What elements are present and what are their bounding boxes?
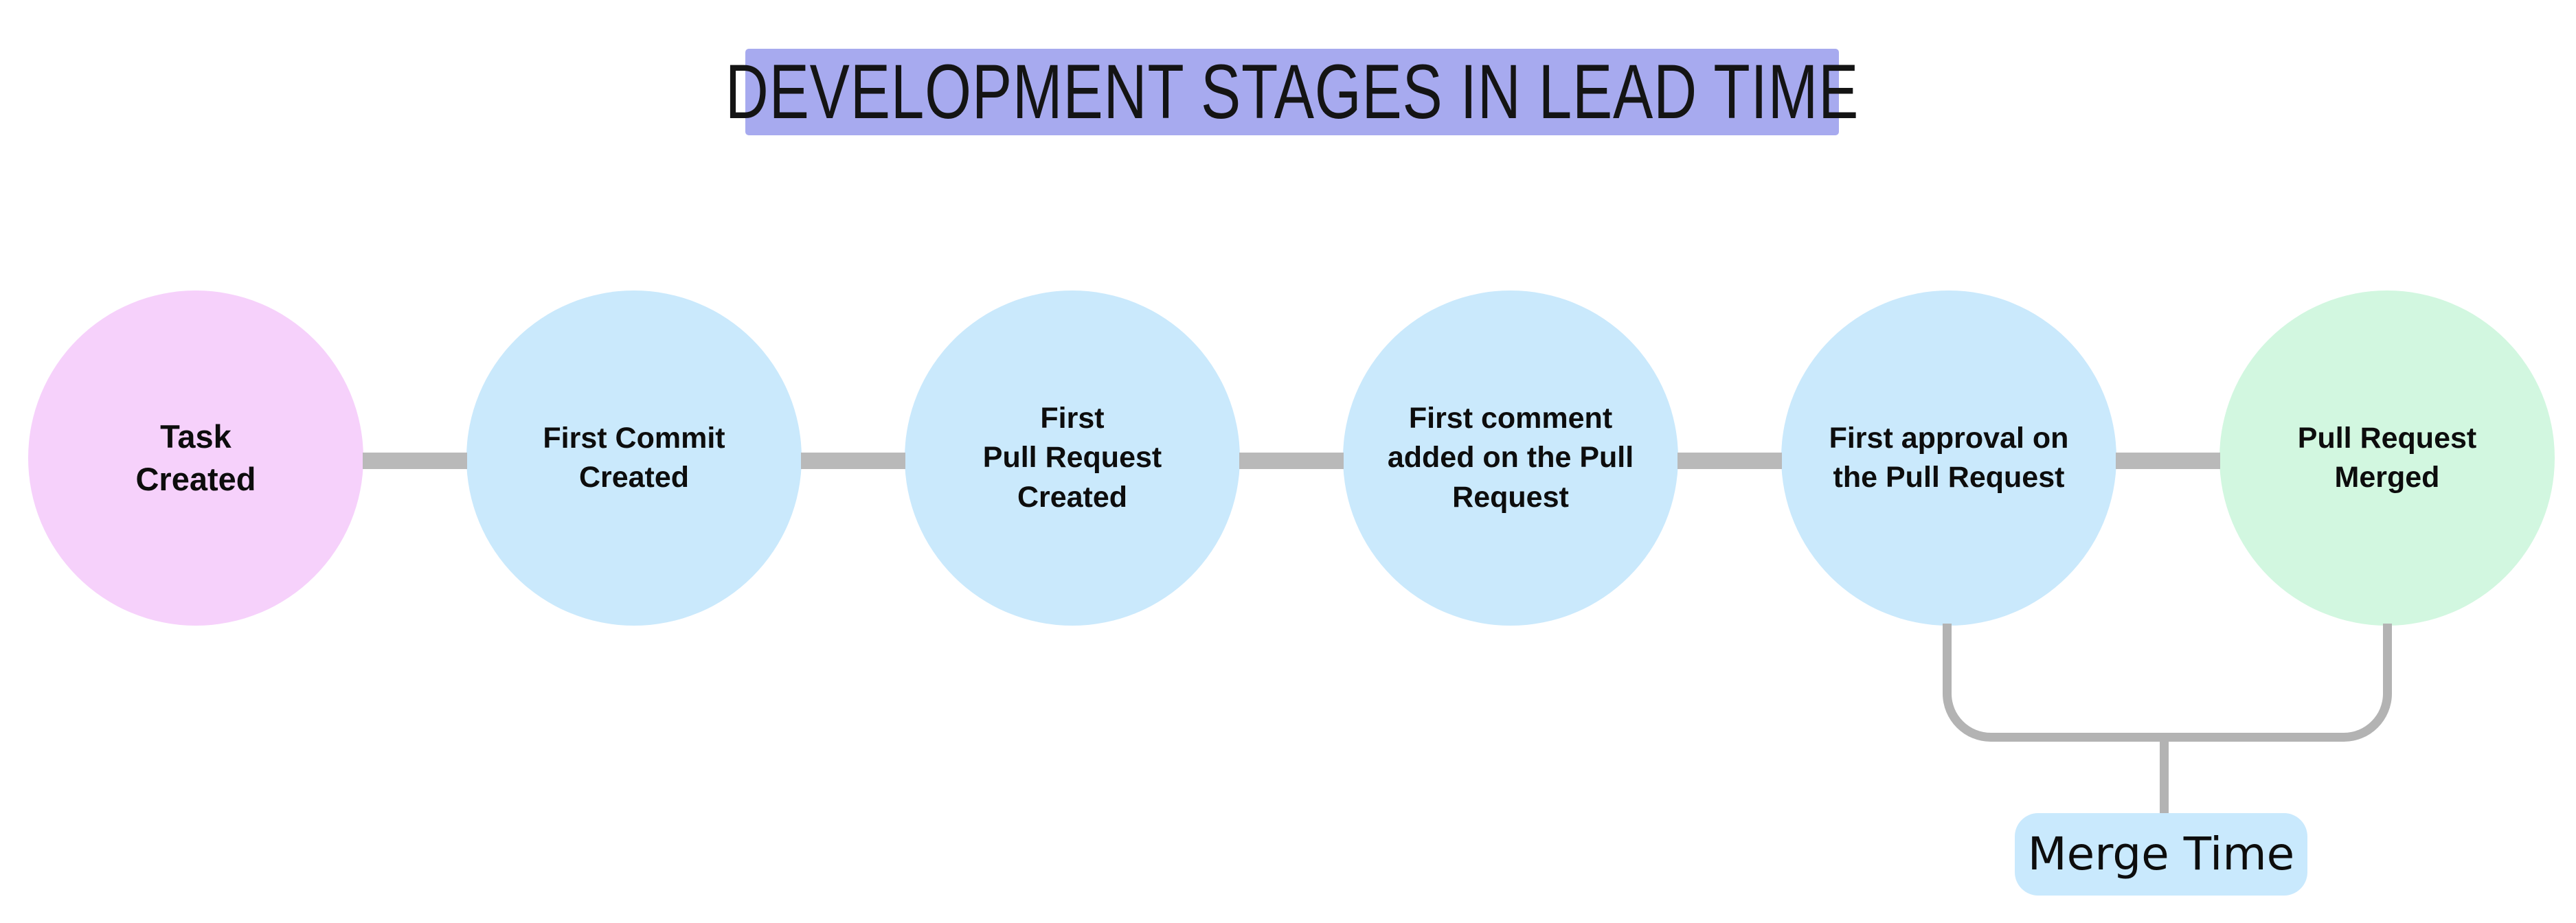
stage-circle-first-approval: First approval on the Pull Request: [1781, 290, 2116, 626]
merge-time-bracket: [1943, 624, 2392, 742]
stage-circle-first-pull-request-created: First Pull Request Created: [905, 290, 1240, 626]
stage-label: Task Created: [135, 418, 256, 498]
stage-label: First Commit Created: [543, 421, 725, 494]
stage-label: Pull Request Merged: [2297, 421, 2477, 494]
merge-time-label: Merge Time: [2027, 828, 2295, 880]
connector-line: [1239, 453, 1344, 469]
stage-label: First comment added on the Pull Request: [1387, 402, 1634, 514]
diagram-title-banner: DEVELOPMENT STAGES IN LEAD TIME: [725, 49, 1858, 135]
connector-line: [1677, 453, 1782, 469]
connector-line: [363, 453, 467, 469]
connector-line: [801, 453, 905, 469]
diagram-title: DEVELOPMENT STAGES IN LEAD TIME: [725, 49, 1860, 135]
merge-time-bracket-stem: [2160, 739, 2169, 814]
stage-circle-pull-request-merged: Pull Request Merged: [2219, 290, 2555, 626]
stage-circle-first-commit-created: First Commit Created: [466, 290, 802, 626]
stage-label: First Pull Request Created: [982, 402, 1162, 514]
stage-circle-first-comment-added: First comment added on the Pull Request: [1343, 290, 1678, 626]
connector-line: [2116, 453, 2220, 469]
stage-label: First approval on the Pull Request: [1829, 421, 2069, 494]
merge-time-label-box: Merge Time: [2015, 813, 2307, 896]
stage-circle-task-created: Task Created: [28, 290, 363, 626]
